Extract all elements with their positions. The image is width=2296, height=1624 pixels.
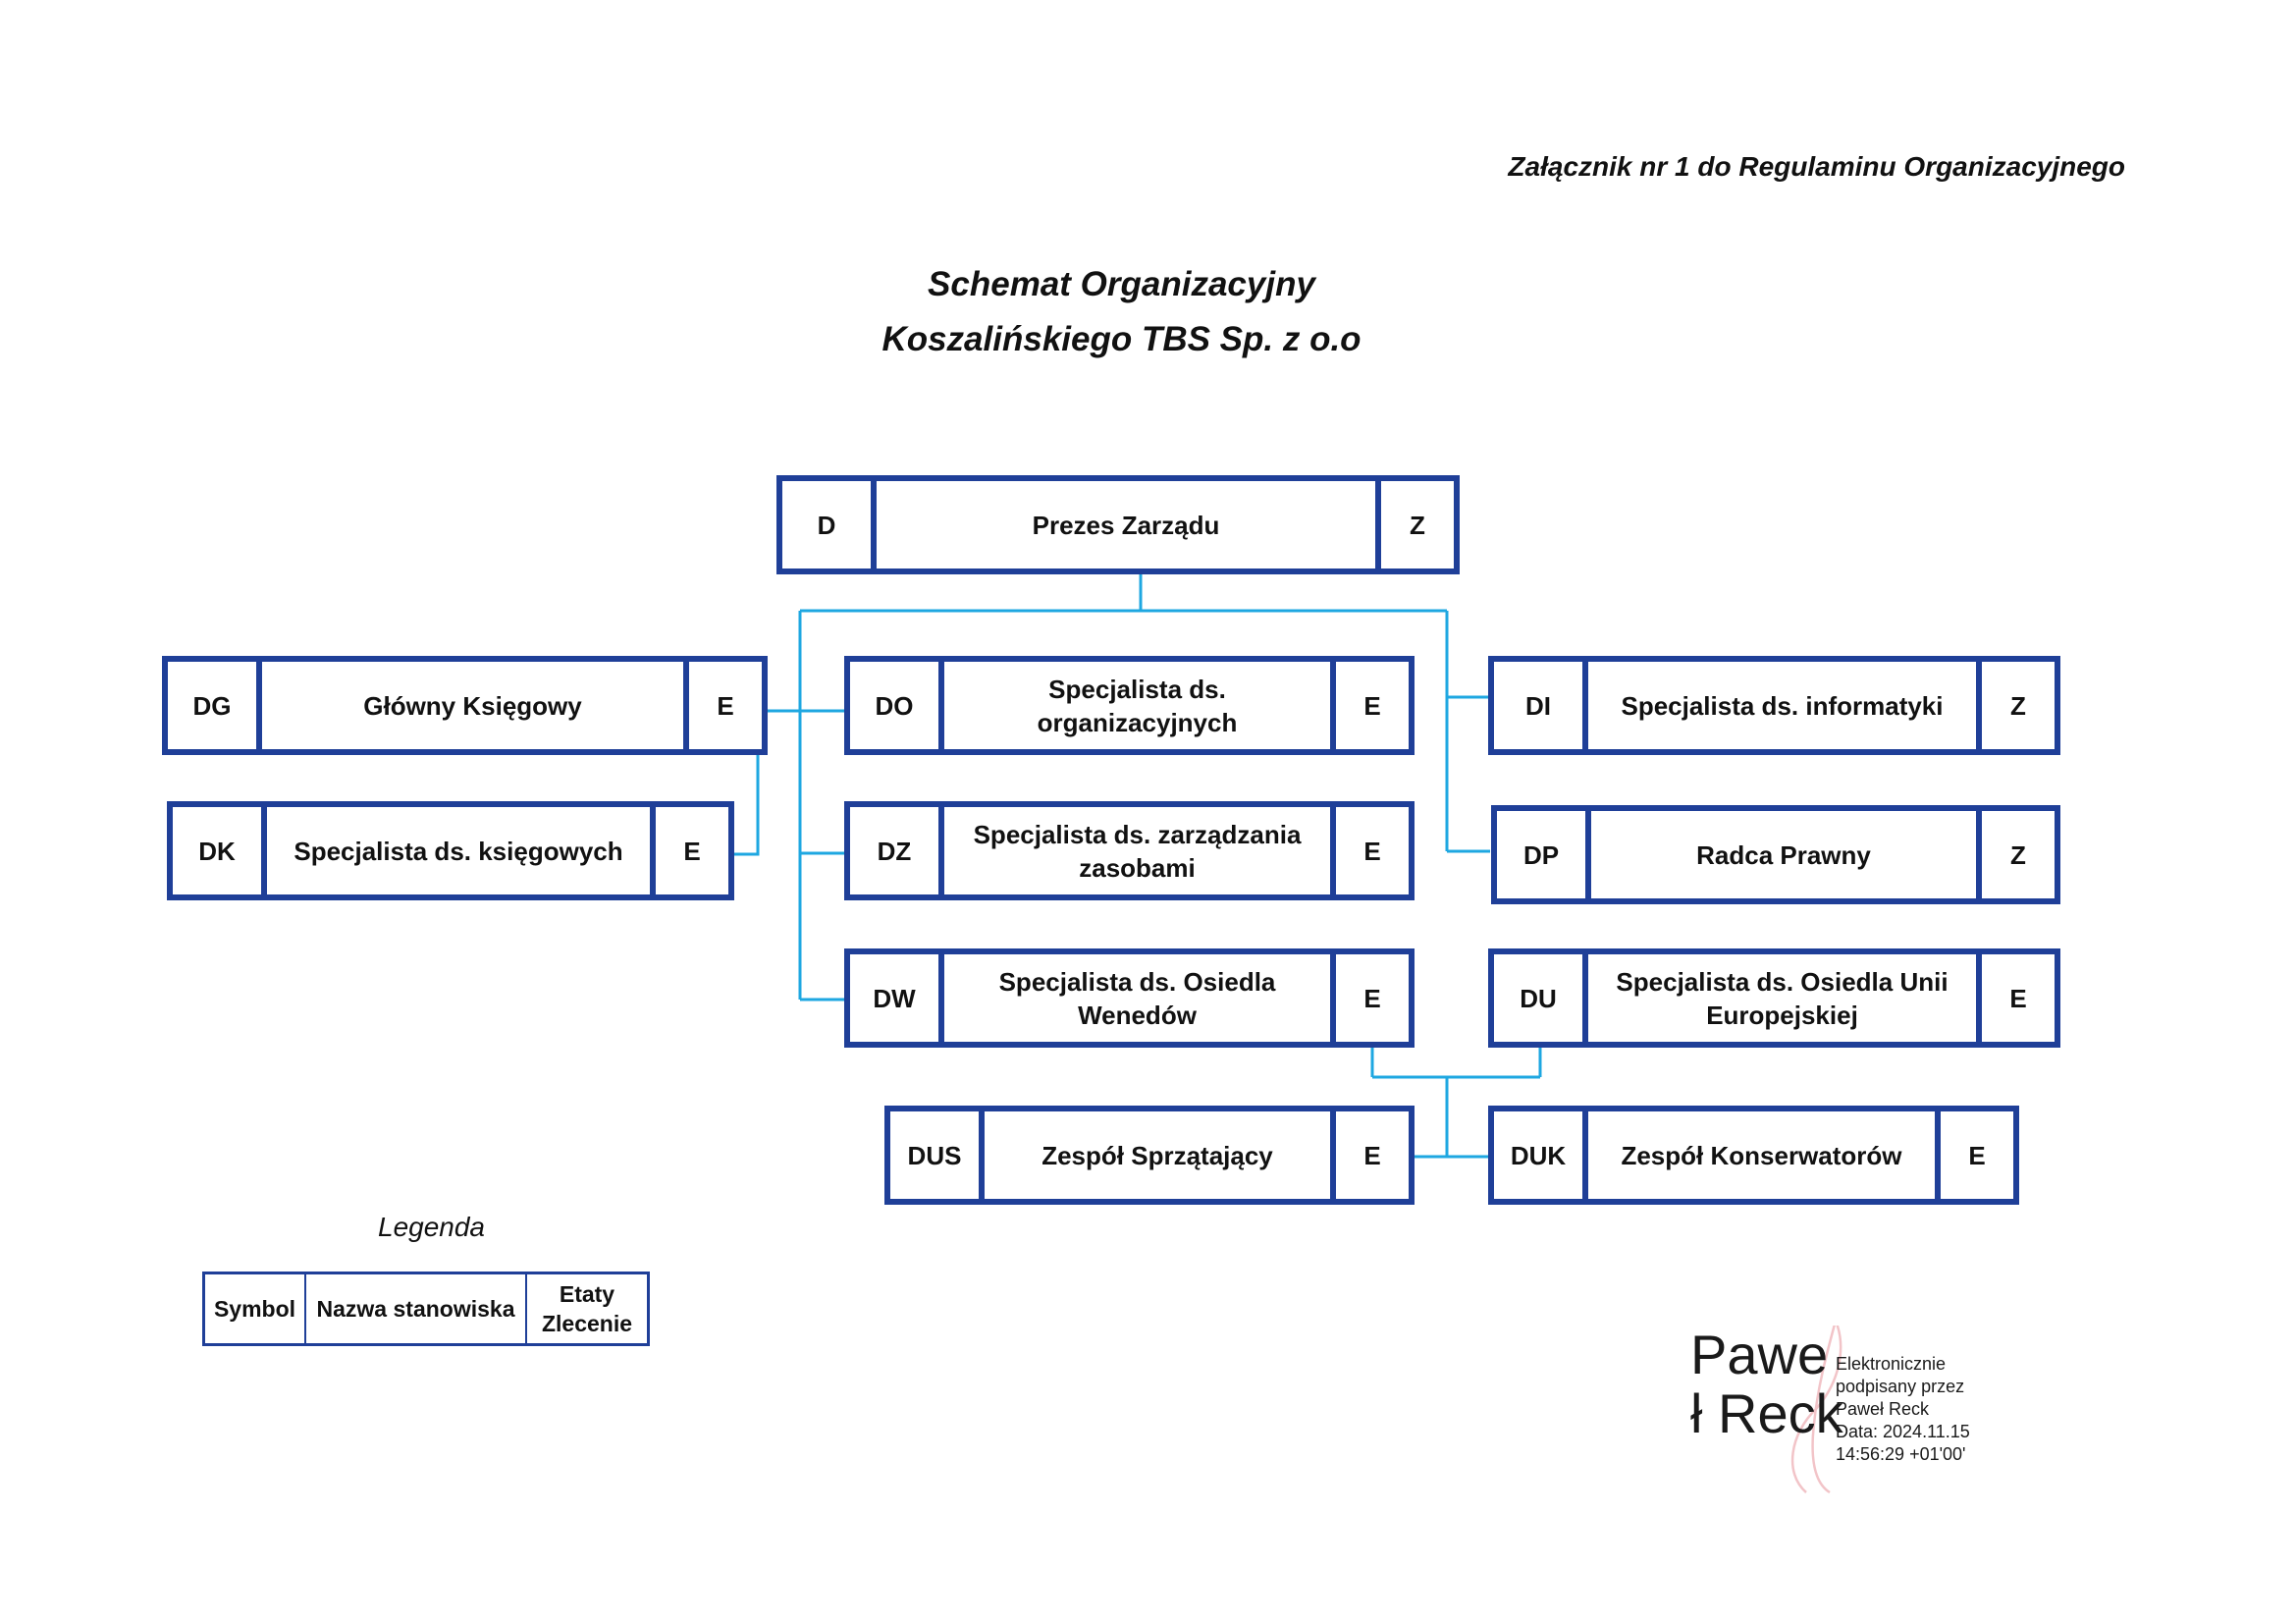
box-name: Specjalista ds. zarządzania zasobami bbox=[973, 819, 1302, 883]
box-prezes-zarzadu: D Prezes Zarządu Z bbox=[776, 475, 1460, 574]
box-symbol: DI bbox=[1494, 662, 1588, 749]
box-specjalista-wenedow: DW Specjalista ds. Osiedla Wenedów E bbox=[844, 948, 1415, 1048]
signature-line: Elektronicznie bbox=[1836, 1354, 1947, 1374]
connector-dg-dk bbox=[732, 752, 760, 856]
signature-line: Paweł Reck bbox=[1836, 1399, 1930, 1419]
signature-name-line2: ł Reck bbox=[1690, 1382, 1843, 1444]
box-employment: E bbox=[1330, 807, 1409, 894]
box-specjalista-ksiegowych: DK Specjalista ds. księgowych E bbox=[167, 801, 734, 900]
box-name: Specjalista ds. organizacyjnych bbox=[1037, 674, 1238, 737]
box-radca-prawny: DP Radca Prawny Z bbox=[1491, 805, 2060, 904]
legend-employment-line1: Etaty bbox=[559, 1281, 615, 1307]
box-symbol: DUK bbox=[1494, 1111, 1588, 1199]
box-symbol: D bbox=[782, 481, 877, 568]
box-name: Specjalista ds. księgowych bbox=[294, 836, 623, 866]
box-specjalista-organizacyjnych: DO Specjalista ds. organizacyjnych E bbox=[844, 656, 1415, 755]
box-employment: E bbox=[1330, 1111, 1409, 1199]
box-specjalista-zasobami: DZ Specjalista ds. zarządzania zasobami … bbox=[844, 801, 1415, 900]
box-name: Specjalista ds. Osiedla Unii Europejskie… bbox=[1616, 966, 1949, 1030]
signature-line: podpisany przez bbox=[1836, 1377, 1965, 1396]
legend-employment-line2: Zlecenie bbox=[541, 1311, 633, 1336]
signature-flourish bbox=[1790, 1326, 1842, 1494]
box-employment: Z bbox=[1375, 481, 1454, 568]
legend-employment: Etaty Zlecenie bbox=[527, 1274, 647, 1343]
chart-title-line2: Koszalińskiego TBS Sp. z o.o bbox=[881, 320, 1362, 358]
legend-box: Symbol Nazwa stanowiska Etaty Zlecenie bbox=[202, 1272, 650, 1346]
digital-signature: Pawe ł Reck bbox=[1690, 1326, 1985, 1502]
legend-title: Legenda bbox=[378, 1212, 486, 1242]
signature-line: 14:56:29 +01'00' bbox=[1836, 1444, 1966, 1464]
box-name: Główny Księgowy bbox=[363, 690, 582, 721]
legend-symbol: Symbol bbox=[205, 1274, 306, 1343]
signature-line: Data: 2024.11.15 bbox=[1836, 1422, 1970, 1441]
box-zespol-konserwatorow: DUK Zespół Konserwatorów E bbox=[1488, 1106, 2019, 1205]
box-employment: Z bbox=[1976, 811, 2055, 898]
box-symbol: DK bbox=[173, 807, 267, 894]
box-glowny-ksiegowy: DG Główny Księgowy E bbox=[162, 656, 768, 755]
box-name: Prezes Zarządu bbox=[1032, 510, 1220, 540]
signature-name-line1: Pawe bbox=[1690, 1324, 1829, 1385]
box-name: Zespół Konserwatorów bbox=[1621, 1140, 1902, 1170]
box-employment: E bbox=[1330, 954, 1409, 1042]
attachment-note: Załącznik nr 1 do Regulaminu Organizacyj… bbox=[1508, 151, 2125, 182]
box-symbol: DU bbox=[1494, 954, 1588, 1042]
box-name: Specjalista ds. Osiedla Wenedów bbox=[998, 966, 1276, 1030]
chart-title-line1: Schemat Organizacyjny bbox=[928, 265, 1315, 303]
box-symbol: DZ bbox=[850, 807, 944, 894]
box-name: Specjalista ds. informatyki bbox=[1621, 690, 1944, 721]
box-name: Zespół Sprzątający bbox=[1041, 1140, 1273, 1170]
legend-name: Nazwa stanowiska bbox=[306, 1274, 527, 1343]
box-employment: E bbox=[1935, 1111, 2013, 1199]
box-employment: E bbox=[1976, 954, 2055, 1042]
box-zespol-sprzatajacy: DUS Zespół Sprzątający E bbox=[884, 1106, 1415, 1205]
box-employment: E bbox=[683, 662, 762, 749]
chart-title: Schemat Organizacyjny Koszalińskiego TBS… bbox=[0, 257, 2243, 367]
box-specjalista-unii: DU Specjalista ds. Osiedla Unii Europejs… bbox=[1488, 948, 2060, 1048]
box-employment: E bbox=[1330, 662, 1409, 749]
box-symbol: DUS bbox=[890, 1111, 985, 1199]
signature-name: Pawe ł Reck bbox=[1690, 1326, 1843, 1443]
box-symbol: DG bbox=[168, 662, 262, 749]
box-symbol: DP bbox=[1497, 811, 1591, 898]
signature-details: Elektronicznie podpisany przez Paweł Rec… bbox=[1836, 1353, 1970, 1466]
box-name: Radca Prawny bbox=[1696, 839, 1871, 870]
box-symbol: DW bbox=[850, 954, 944, 1042]
box-employment: Z bbox=[1976, 662, 2055, 749]
box-employment: E bbox=[650, 807, 728, 894]
box-symbol: DO bbox=[850, 662, 944, 749]
box-specjalista-informatyki: DI Specjalista ds. informatyki Z bbox=[1488, 656, 2060, 755]
